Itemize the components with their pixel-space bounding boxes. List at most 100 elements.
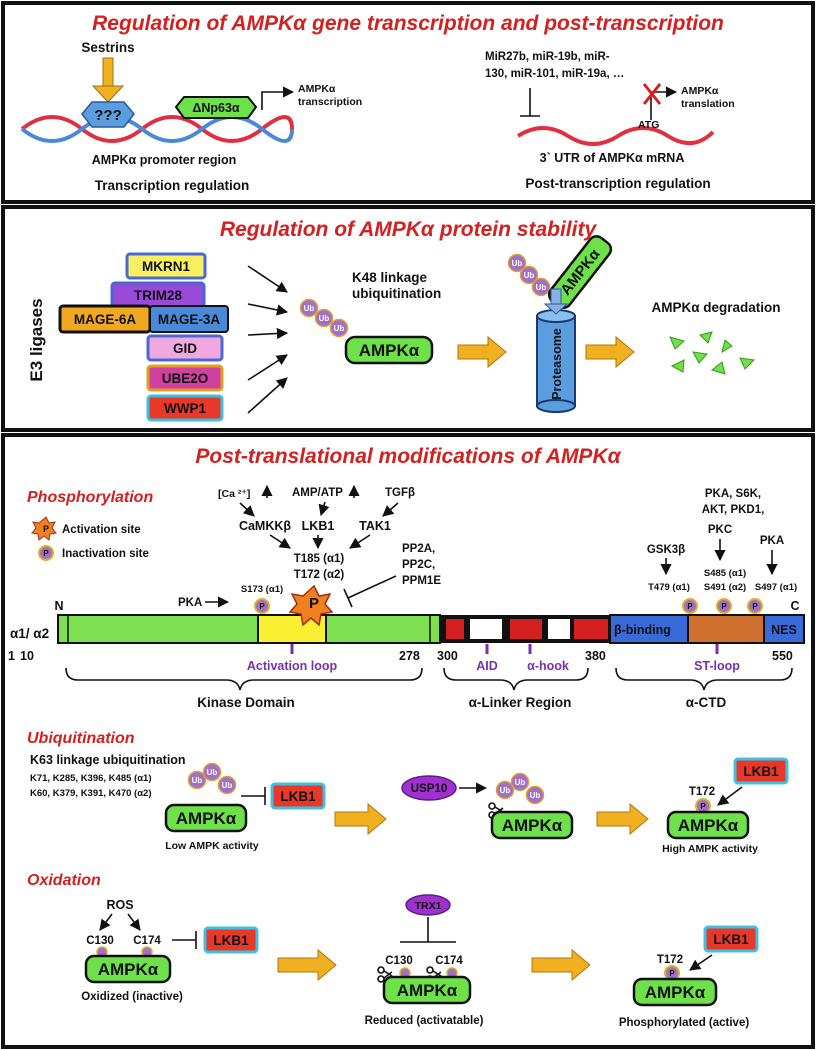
svg-text:P: P: [43, 524, 49, 534]
linker-region-label: α-Linker Region: [469, 695, 572, 710]
s173-label: S173 (α1): [241, 584, 283, 595]
region-braces: [65, 667, 793, 691]
svg-text:P: P: [43, 549, 49, 558]
ligase-mage6a: MAGE-6A: [58, 304, 152, 334]
mirna-line-2: 130, miR-101, miR-19a, …: [485, 68, 624, 80]
svg-text:Ub: Ub: [500, 786, 511, 795]
degradation-label: AMPKα degradation: [651, 300, 780, 315]
reduced-label: Reduced (activatable): [365, 1015, 484, 1027]
lkb1-inhibition-ub: [241, 787, 266, 805]
ampk-phosphorylated: AMPKα: [632, 977, 718, 1007]
lkb1-box-ub: LKB1: [270, 782, 326, 810]
kinases-mid-1: PKA, S6K,: [705, 488, 761, 500]
pka-left-label: PKA: [178, 597, 202, 609]
svg-text:AMPKα: AMPKα: [397, 981, 458, 1000]
phosphatase-inhibition: [343, 575, 397, 608]
svg-text:Ub: Ub: [192, 776, 203, 785]
s173-site: P: [254, 598, 270, 614]
ligase-wwp1: WWP1: [146, 394, 224, 422]
gold-arrow-6: [531, 948, 591, 982]
k63-sites-a1: K71, K285, K396, K485 (α1): [30, 773, 152, 784]
calcium-label: [Ca ²⁺]: [218, 488, 250, 500]
ligase-arrows: [247, 265, 289, 414]
amp-atp-label: AMP/ATP: [292, 487, 343, 499]
panel1-title: Regulation of AMPKα gene transcription a…: [92, 12, 724, 35]
pos-550: 550: [772, 649, 793, 663]
nes-label: NES: [771, 623, 797, 637]
t185-label: T185 (α1): [294, 553, 345, 565]
alpha-hook-label: α-hook: [527, 659, 569, 673]
unknown-factor: ???: [81, 101, 135, 128]
t479-label: T479 (α1): [648, 582, 690, 593]
s491-label: S491 (α2): [704, 582, 746, 593]
ub-chain-entering: Ub Ub Ub: [507, 253, 551, 297]
ampk-protein-k48: AMPKα: [344, 335, 434, 365]
camkkb-label: CaMKKβ: [239, 519, 291, 533]
translation-blocked-x: [642, 83, 662, 105]
lkb1-phospho-arrow-ub: [717, 786, 743, 806]
dnp63a-factor: ΔNp63α: [174, 96, 258, 119]
activation-loop-label: Activation loop: [247, 659, 338, 673]
svg-text:LKB1: LKB1: [713, 932, 749, 947]
kinases-mid-3: PKC: [708, 524, 732, 536]
svg-text:Ub: Ub: [536, 283, 547, 292]
promoter-label: AMPKα promoter region: [92, 153, 237, 167]
t172-ox-label: T172: [657, 954, 683, 966]
phosphorylated-label: Phosphorylated (active): [619, 1017, 750, 1029]
svg-text:P: P: [700, 802, 706, 811]
panel-transcription: Regulation of AMPKα gene transcription a…: [1, 1, 815, 204]
svg-text:Ub: Ub: [524, 271, 535, 280]
dna-helix: [20, 115, 294, 143]
k63-label: K63 linkage ubiquitination: [30, 753, 186, 767]
ubiquitination-heading: Ubiquitination: [27, 730, 135, 747]
ros-arrow-c174: [127, 913, 141, 931]
svg-text:P: P: [752, 602, 758, 611]
transcription-regulation-label: Transcription regulation: [95, 178, 250, 193]
svg-text:Ub: Ub: [530, 791, 541, 800]
ligase-ube2o: UBE2O: [146, 364, 224, 392]
ampk-high-activity: AMPKα: [666, 810, 750, 840]
svg-text:Ub: Ub: [304, 304, 315, 313]
scissors-icons-reduced: [377, 966, 442, 983]
isoform-label: α1/ α2: [10, 626, 49, 641]
e3-ligases-label: E3 ligases: [27, 298, 46, 381]
dnp63a-label: ΔNp63α: [192, 101, 240, 115]
low-activity-label: Low AMPK activity: [165, 840, 259, 852]
svg-text:Ub: Ub: [207, 768, 218, 777]
svg-text:AMPKα: AMPKα: [678, 816, 739, 835]
pos-300: 300: [437, 649, 458, 663]
k63-sites-a2: K60, K379, K391, K470 (α2): [30, 788, 152, 799]
kinase-domain-label: Kinase Domain: [197, 695, 295, 710]
phosphatase-1: PP2A,: [402, 543, 435, 555]
svg-text:AMPKα: AMPKα: [176, 809, 237, 828]
camkk-to-t172-arrow: [269, 534, 291, 549]
gold-arrow-2: [585, 335, 635, 369]
mirna-line-1: MiR27b, miR-19b, miR-: [485, 51, 610, 63]
svg-text:TRIM28: TRIM28: [134, 288, 183, 303]
svg-text:AMPKα: AMPKα: [502, 816, 563, 835]
svg-text:Ub: Ub: [319, 314, 330, 323]
ub-chain-k48: Ub Ub Ub: [299, 298, 349, 338]
pos-10: 10: [20, 649, 34, 663]
gold-arrow-5: [277, 948, 337, 982]
svg-text:P: P: [669, 969, 675, 978]
utr-label: 3` UTR of AMPKα mRNA: [540, 151, 685, 165]
phosphatase-2: PP2C,: [402, 559, 435, 571]
transcription-arrow: [261, 86, 295, 110]
t172-ox-site: P: [664, 965, 680, 981]
svg-text:Activation site: Activation site: [62, 524, 141, 536]
trx1-enzyme: TRX1: [405, 894, 451, 916]
proteasome: Proteasome: [536, 309, 576, 413]
ub-chain-cleaved: Ub Ub Ub: [495, 772, 545, 805]
degradation-fragments: [669, 331, 756, 375]
svg-text:P: P: [259, 602, 265, 611]
ampk-deubiquitinated: AMPKα: [490, 810, 574, 840]
svg-text:MAGE-3A: MAGE-3A: [158, 312, 221, 327]
st-loop-label: ST-loop: [694, 659, 740, 673]
proteasome-entry-arrow: [543, 288, 569, 315]
phosphatase-3: PPM1E: [402, 575, 441, 587]
ligase-gid: GID: [146, 334, 224, 362]
tgfb-label: TGFβ: [385, 487, 415, 499]
svg-text:Ub: Ub: [512, 259, 523, 268]
gold-arrow-3: [334, 802, 387, 836]
